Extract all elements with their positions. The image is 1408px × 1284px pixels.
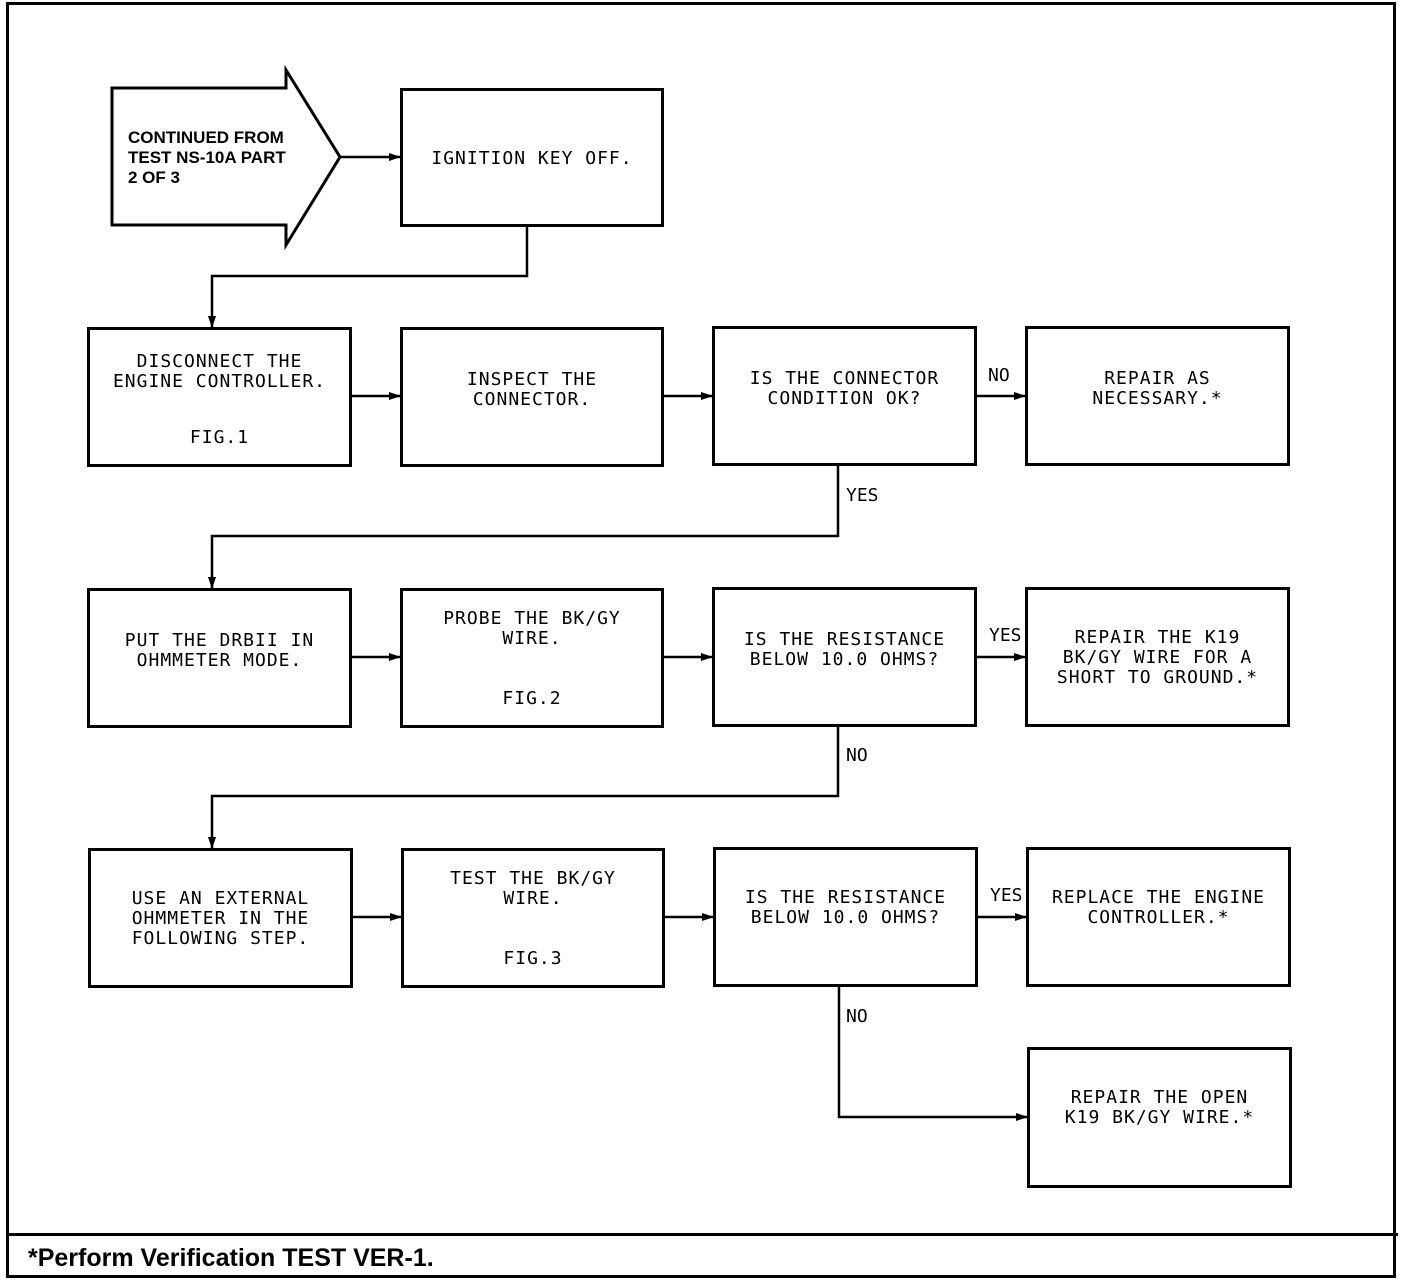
step-text: INSPECT THE CONNECTOR.: [466, 369, 598, 410]
edge-q1-yes: [208, 466, 840, 589]
step-text: IGNITION KEY OFF.: [431, 148, 633, 169]
label-q1-no: NO: [988, 365, 1010, 386]
figure-reference: FIG.1: [189, 427, 250, 448]
step-text: PUT THE DRBII IN OHMMETER MODE.: [124, 630, 315, 671]
step-text: REPAIR THE K19 BK/GY WIRE FOR A SHORT TO…: [1056, 627, 1259, 688]
step-disconnect-controller: DISCONNECT THE ENGINE CONTROLLER. FIG.1: [87, 327, 352, 467]
step-text: TEST THE BK/GY WIRE.: [450, 868, 616, 909]
decision-connector-ok: IS THE CONNECTOR CONDITION OK?: [712, 326, 977, 466]
step-test-wire: TEST THE BK/GY WIRE. FIG.3: [401, 848, 665, 988]
step-replace-controller: REPLACE THE ENGINE CONTROLLER.*: [1026, 847, 1291, 987]
footer-note: *Perform Verification TEST VER-1.: [28, 1244, 434, 1272]
step-text: REPAIR THE OPEN K19 BK/GY WIRE.*: [1064, 1087, 1255, 1128]
label-q3-no: NO: [846, 1006, 868, 1027]
label-q3-yes: YES: [990, 885, 1023, 906]
step-ignition-key-off: IGNITION KEY OFF.: [400, 88, 664, 227]
figure-reference: FIG.2: [502, 688, 562, 709]
step-repair-short: REPAIR THE K19 BK/GY WIRE FOR A SHORT TO…: [1025, 587, 1290, 727]
start-arrow-shape: [110, 64, 342, 251]
step-text: REPLACE THE ENGINE CONTROLLER.*: [1051, 887, 1266, 928]
figure-reference: FIG.3: [503, 948, 563, 969]
edge-q2-no: [208, 726, 840, 849]
edge-ignition-to-disconnect: [208, 226, 529, 328]
step-put-drbii-ohmmeter: PUT THE DRBII IN OHMMETER MODE.: [87, 588, 352, 728]
step-inspect-connector: INSPECT THE CONNECTOR.: [400, 327, 664, 467]
footer-divider: [6, 1233, 1398, 1236]
decision-resistance-2: IS THE RESISTANCE BELOW 10.0 OHMS?: [713, 847, 978, 987]
step-use-external-ohmmeter: USE AN EXTERNAL OHMMETER IN THE FOLLOWIN…: [88, 848, 353, 988]
edge-q3-no: [837, 987, 1028, 1121]
step-text: REPAIR AS NECESSARY.*: [1092, 368, 1223, 409]
start-arrow-label: CONTINUED FROM TEST NS-10A PART 2 OF 3: [128, 128, 286, 187]
step-text: PROBE THE BK/GY WIRE.: [443, 608, 621, 649]
step-repair-open-wire: REPAIR THE OPEN K19 BK/GY WIRE.*: [1027, 1047, 1292, 1188]
step-text: DISCONNECT THE ENGINE CONTROLLER.: [112, 351, 327, 392]
page-frame: [6, 2, 1396, 1278]
step-probe-wire: PROBE THE BK/GY WIRE. FIG.2: [400, 588, 664, 728]
step-text: USE AN EXTERNAL OHMMETER IN THE FOLLOWIN…: [131, 888, 310, 949]
decision-text: IS THE RESISTANCE BELOW 10.0 OHMS?: [743, 629, 946, 670]
label-q2-yes: YES: [989, 625, 1022, 646]
decision-text: IS THE CONNECTOR CONDITION OK?: [749, 368, 940, 409]
decision-resistance-1: IS THE RESISTANCE BELOW 10.0 OHMS?: [712, 587, 977, 727]
step-repair-as-necessary: REPAIR AS NECESSARY.*: [1025, 326, 1290, 466]
label-q1-yes: YES: [846, 485, 879, 506]
label-q2-no: NO: [846, 745, 868, 766]
decision-text: IS THE RESISTANCE BELOW 10.0 OHMS?: [744, 887, 947, 928]
